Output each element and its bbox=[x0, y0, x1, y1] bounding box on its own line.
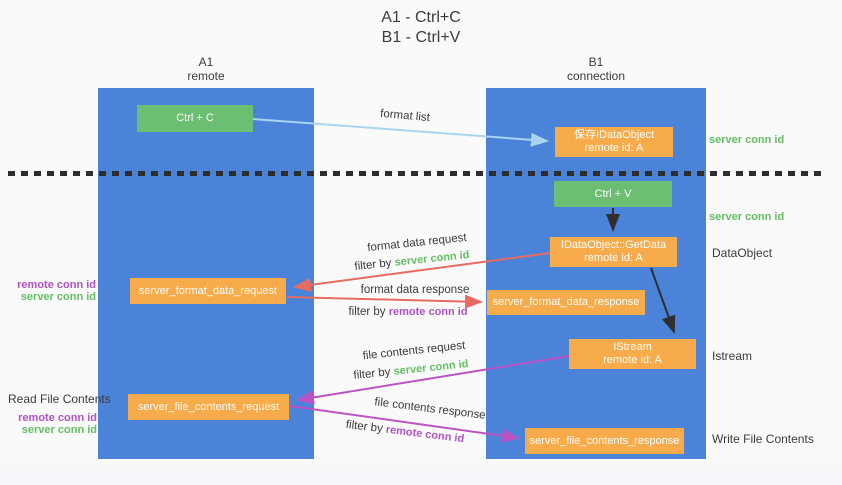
diagram-title: A1 - Ctrl+C B1 - Ctrl+V bbox=[381, 8, 461, 48]
column-b1-subtitle: connection bbox=[566, 69, 626, 83]
filter-by-text: filter by bbox=[352, 366, 392, 383]
node-ctrl-c: Ctrl + C bbox=[137, 105, 253, 132]
label-server-conn-id-mid-right: server conn id bbox=[709, 211, 785, 223]
save-idataobject-line2: remote id: A bbox=[584, 142, 644, 154]
node-server-file-contents-response: server_file_contents_response bbox=[525, 428, 684, 454]
remote-conn-id-text: remote conn id bbox=[385, 423, 465, 446]
session-divider-dotted-line bbox=[8, 171, 826, 176]
remote-conn-id-left-1: remote conn id bbox=[17, 279, 96, 291]
format-response-label: server_format_data_response bbox=[492, 296, 640, 308]
label-read-file-contents: Read File Contents bbox=[8, 392, 111, 406]
label-istream: Istream bbox=[712, 349, 753, 363]
istream-line2: remote id: A bbox=[603, 354, 662, 366]
remote-conn-id-left-2: remote conn id bbox=[18, 412, 97, 424]
label-write-file-contents: Write File Contents bbox=[712, 432, 814, 446]
node-istream: IStream remote id: A bbox=[569, 339, 696, 369]
label-conn-ids-left-1: remote conn id server conn id bbox=[10, 279, 96, 303]
server-conn-id-text: server conn id bbox=[394, 248, 471, 269]
node-idataobject-getdata: IDataObject::GetData remote id: A bbox=[550, 237, 677, 267]
filter-by-text: filter by bbox=[345, 418, 384, 436]
getdata-line2: remote id: A bbox=[584, 252, 643, 264]
node-ctrl-v: Ctrl + V bbox=[554, 181, 672, 207]
label-dataobject: DataObject bbox=[712, 246, 773, 260]
filter-by-text: filter by bbox=[353, 257, 393, 274]
column-a1-name: A1 bbox=[198, 55, 214, 69]
getdata-line1: IDataObject::GetData bbox=[560, 239, 667, 251]
label-conn-ids-left-2: remote conn id server conn id bbox=[11, 412, 97, 436]
format-request-label: server_format_data_request bbox=[138, 284, 278, 297]
server-conn-id-left-1: server conn id bbox=[20, 291, 96, 303]
column-a1-subtitle: remote bbox=[187, 69, 225, 83]
file-request-label: server_file_contents_request bbox=[137, 400, 280, 413]
ctrl-v-label: Ctrl + V bbox=[594, 187, 632, 200]
filter-by-text: filter by bbox=[348, 306, 386, 318]
save-idataobject-line1: 保存IDataObject bbox=[573, 129, 655, 141]
label-file-contents-response: file contents response bbox=[373, 396, 487, 422]
title-line-1: A1 - Ctrl+C bbox=[381, 9, 461, 26]
label-filter-by-remote-conn-id-2: filter by remote conn id bbox=[345, 419, 465, 445]
node-server-format-data-request: server_format_data_request bbox=[130, 278, 286, 304]
node-save-idataobject: 保存IDataObject remote id: A bbox=[555, 127, 673, 157]
title-line-2: B1 - Ctrl+V bbox=[381, 29, 461, 46]
label-format-list: format list bbox=[379, 107, 431, 125]
label-server-conn-id-top-right: server conn id bbox=[709, 134, 785, 146]
format-data-response-arrow bbox=[286, 294, 483, 309]
ctrl-c-label: Ctrl + C bbox=[176, 112, 214, 124]
node-server-format-data-response: server_format_data_response bbox=[487, 290, 645, 315]
column-b1-name: B1 bbox=[588, 55, 604, 69]
label-filter-by-remote-conn-id-1: filter by remote conn id bbox=[348, 306, 467, 318]
node-server-file-contents-request: server_file_contents_request bbox=[128, 394, 289, 420]
server-conn-id-text: server conn id bbox=[393, 357, 470, 378]
column-header-a1: A1 remote bbox=[187, 55, 224, 83]
istream-line1: IStream bbox=[613, 341, 652, 353]
server-conn-id-left-2: server conn id bbox=[21, 424, 97, 436]
label-format-data-response: format data response bbox=[360, 284, 470, 296]
file-response-label: server_file_contents_response bbox=[529, 434, 680, 447]
remote-conn-id-text: remote conn id bbox=[388, 306, 468, 318]
column-header-b1: B1 connection bbox=[567, 55, 625, 83]
